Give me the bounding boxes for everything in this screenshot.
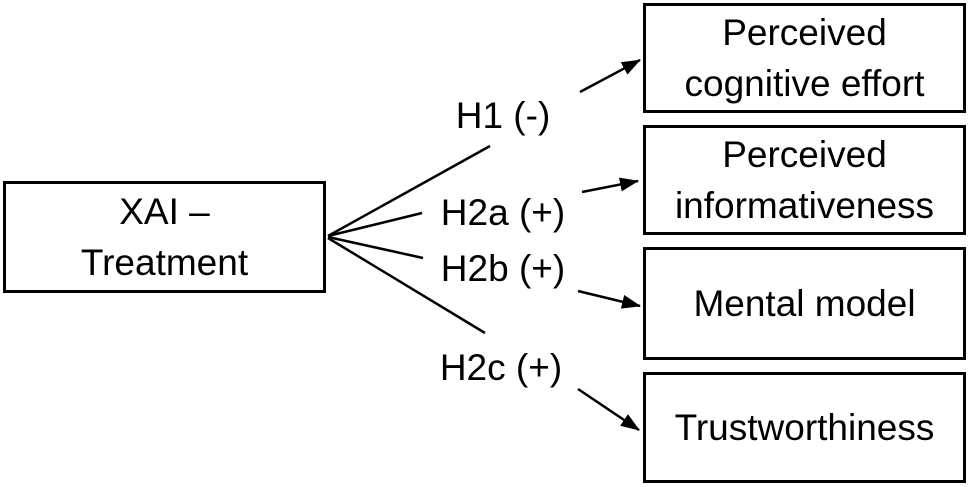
outcome-line: Perceived xyxy=(722,12,887,53)
xai-treatment-line1: XAI – xyxy=(119,191,210,232)
outcome-box-mental-model: Mental model xyxy=(643,247,966,360)
fan-line-h2a xyxy=(327,211,423,238)
outcome-box-trustworthiness: Trustworthiness xyxy=(643,372,966,483)
arrow-h1-to-cognitive-effort xyxy=(579,58,641,94)
outcome-box-perceived-informativeness: Perceived informativeness xyxy=(643,125,966,235)
outcome-line: informativeness xyxy=(674,185,935,226)
xai-treatment-box: XAI – Treatment xyxy=(3,181,326,293)
arrow-h2a-to-informativeness xyxy=(581,177,639,194)
xai-treatment-line2: Treatment xyxy=(80,242,249,283)
hypothesis-label-h2b: H2b (+) xyxy=(440,248,566,289)
outcome-line: Mental model xyxy=(693,283,916,324)
hypothesis-label-h2a: H2a (+) xyxy=(440,192,566,233)
fan-line-h1 xyxy=(327,144,491,238)
fan-line-h2b xyxy=(327,235,424,260)
fan-line-h2c xyxy=(327,236,486,335)
outcome-line: Trustworthiness xyxy=(674,407,935,448)
outcome-line: cognitive effort xyxy=(684,63,925,104)
outcome-box-perceived-cognitive-effort: Perceived cognitive effort xyxy=(643,3,966,113)
outcome-line: Perceived xyxy=(722,134,887,175)
arrow-h2b-to-mental-model xyxy=(577,289,641,309)
hypothesis-label-h2c: H2c (+) xyxy=(439,347,563,388)
hypothesis-label-h1: H1 (-) xyxy=(455,95,551,136)
arrow-h2c-to-trustworthiness xyxy=(577,387,640,432)
